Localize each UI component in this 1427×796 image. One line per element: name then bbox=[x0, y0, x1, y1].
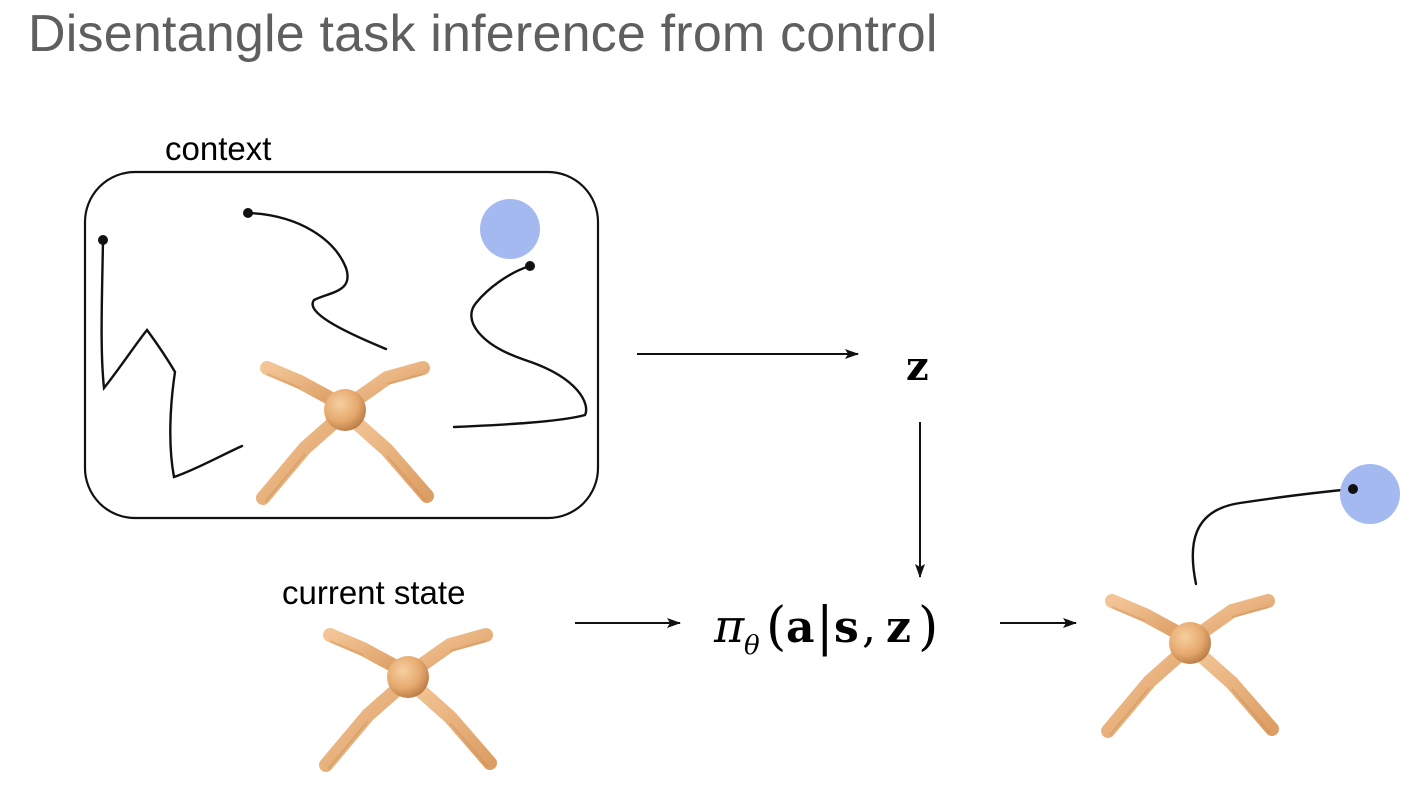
policy-close-paren: ) bbox=[918, 597, 938, 657]
policy-state-s: s bbox=[834, 602, 859, 653]
policy-latent-z: z bbox=[886, 602, 911, 653]
policy-theta: θ bbox=[744, 631, 760, 661]
context-label: context bbox=[165, 130, 271, 167]
policy-pi: π bbox=[713, 599, 745, 653]
goal-circle-icon bbox=[1340, 464, 1400, 524]
trajectory-line bbox=[452, 264, 588, 429]
trajectory-line bbox=[246, 211, 388, 351]
policy-open-paren: ( bbox=[766, 597, 786, 657]
policy-comma: , bbox=[862, 602, 876, 653]
svg-text:π: π bbox=[713, 599, 745, 653]
context-box bbox=[83, 170, 600, 520]
current-state-label: current state bbox=[282, 574, 465, 611]
goal-circle-icon bbox=[480, 199, 540, 259]
trajectory-endpoints bbox=[98, 208, 535, 271]
context-trajectories bbox=[100, 211, 588, 479]
trajectory-line bbox=[100, 238, 244, 479]
latent-variable-z: z bbox=[906, 343, 929, 390]
policy-bar: | bbox=[816, 597, 834, 657]
trajectory-endpoint bbox=[1348, 484, 1358, 494]
robot-ant-icon bbox=[1108, 601, 1272, 735]
trajectory-line bbox=[1191, 487, 1355, 586]
policy-expression: π θ ( a | s , z ) bbox=[713, 597, 938, 661]
robot-ant-icon bbox=[263, 368, 427, 502]
policy-action-a: a bbox=[786, 602, 815, 653]
robot-ant-icon bbox=[326, 635, 490, 769]
page-title: Disentangle task inference from control bbox=[28, 5, 938, 63]
